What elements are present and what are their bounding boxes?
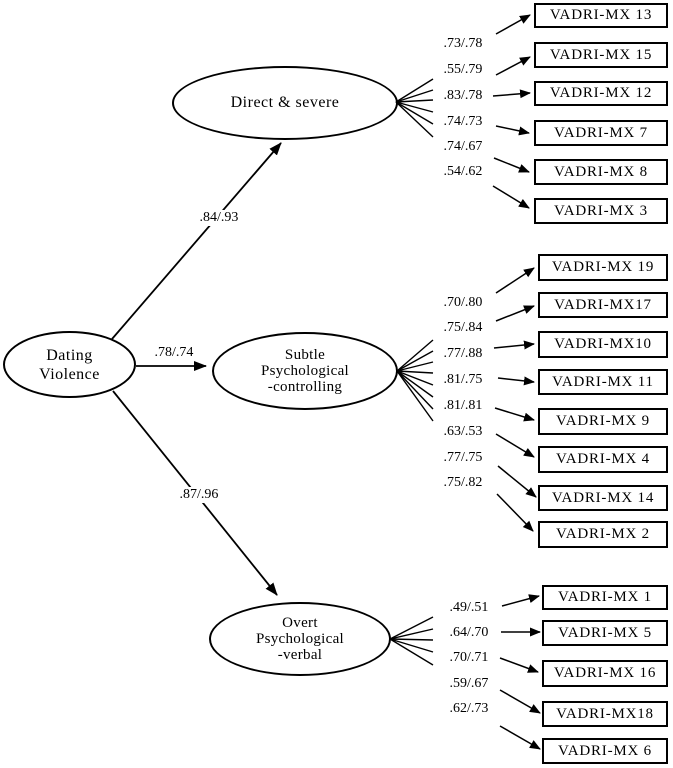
loading-label: .74/.73 (438, 114, 488, 130)
loading-label: .81/.75 (438, 372, 488, 388)
latent-label-line: Psychological (260, 363, 350, 379)
path-coefficient-label: .87/.96 (171, 487, 227, 503)
indicator-box-vadri-mx-12: VADRI-MX 12 (534, 81, 668, 106)
latent-direct-severe: Direct & severe (172, 66, 398, 140)
loading-label: .73/.78 (438, 36, 488, 52)
fan-line (395, 78, 434, 103)
path-arrow-direct-severe (111, 142, 282, 340)
loading-arrow (497, 465, 537, 498)
indicator-box-vadri-mx-15: VADRI-MX 15 (534, 42, 668, 68)
fan-line (389, 638, 434, 653)
fan-line (389, 638, 434, 666)
indicator-box-vadri-mx-13: VADRI-MX 13 (534, 3, 668, 28)
fan-line (395, 99, 434, 103)
latent-label-line: Subtle (284, 347, 326, 363)
indicator-box-vadri-mx-8: VADRI-MX 8 (534, 159, 668, 185)
loading-label: .59/.67 (444, 676, 494, 692)
indicator-box-vadri-mx-5: VADRI-MX 5 (542, 620, 668, 646)
loading-label: .54/.62 (438, 164, 488, 180)
indicator-box-vadri-mx-14: VADRI-MX 14 (538, 485, 668, 511)
latent-label-line: Psychological (255, 631, 345, 647)
loading-arrow (495, 56, 531, 76)
indicator-box-vadri-mx-10: VADRI-MX10 (538, 331, 668, 358)
loading-arrow (501, 594, 540, 607)
indicator-box-vadri-mx-3: VADRI-MX 3 (534, 198, 668, 224)
fan-line (395, 89, 434, 103)
loading-arrow (495, 14, 531, 35)
latent-label-line: Violence (39, 365, 100, 383)
loading-label: .83/.78 (438, 88, 488, 104)
latent-overt-psychological-verbal: Overt Psychological -verbal (209, 602, 391, 676)
fan-line (389, 616, 434, 640)
loading-arrow (492, 185, 530, 209)
indicator-box-vadri-mx-2: VADRI-MX 2 (538, 521, 668, 548)
indicator-box-vadri-mx-6: VADRI-MX 6 (542, 738, 668, 764)
latent-label-line: -verbal (277, 647, 323, 663)
loading-label: .70/.71 (444, 650, 494, 666)
indicator-box-vadri-mx-7: VADRI-MX 7 (534, 120, 668, 146)
indicator-box-vadri-mx-18: VADRI-MX18 (542, 701, 668, 727)
loading-arrow (495, 305, 535, 322)
loading-label: .75/.82 (438, 475, 488, 491)
fan-line (396, 370, 434, 374)
loading-label: .77/.88 (438, 346, 488, 362)
loading-arrow (495, 433, 535, 458)
loading-arrow (494, 407, 535, 422)
latent-label-line: Direct & severe (230, 94, 340, 111)
path-coefficient-label: .84/.93 (191, 210, 247, 226)
loading-arrow (499, 725, 541, 750)
path-coefficient-label: .78/.74 (146, 345, 202, 361)
loading-arrow (499, 657, 539, 673)
fan-line (396, 370, 434, 422)
loading-label: .74/.67 (438, 139, 488, 155)
fan-line (396, 370, 434, 398)
fan-line (395, 101, 434, 113)
loading-label: .77/.75 (438, 450, 488, 466)
fan-line (395, 101, 434, 138)
loading-label: .70/.80 (438, 295, 488, 311)
loading-label: .75/.84 (438, 320, 488, 336)
loading-arrow (499, 689, 541, 714)
loading-arrow (497, 376, 535, 386)
latent-label-line: Overt (282, 615, 318, 631)
indicator-box-vadri-mx-17: VADRI-MX17 (538, 292, 668, 318)
loading-arrow (492, 89, 531, 99)
indicator-box-vadri-mx-9: VADRI-MX 9 (538, 408, 668, 435)
indicator-box-vadri-mx-11: VADRI-MX 11 (538, 369, 668, 395)
loading-label: .49/.51 (444, 600, 494, 616)
latent-dating-violence: Dating Violence (3, 331, 136, 398)
fan-line (396, 361, 434, 372)
fan-line (396, 370, 434, 386)
fan-line (396, 350, 434, 372)
latent-subtle-psychological-controlling: Subtle Psychological -controlling (212, 332, 398, 410)
loading-label: .62/.73 (444, 701, 494, 717)
fan-line (396, 339, 434, 372)
loading-label: .63/.53 (438, 424, 488, 440)
loading-label: .55/.79 (438, 62, 488, 78)
loading-arrow (493, 157, 530, 173)
loading-arrow (493, 340, 535, 350)
indicator-box-vadri-mx-19: VADRI-MX 19 (538, 254, 668, 281)
latent-label-line: Dating (46, 346, 93, 364)
loading-label: .81/.81 (438, 398, 488, 414)
loading-arrow (495, 267, 535, 294)
loading-arrow (495, 125, 530, 136)
fan-line (389, 638, 434, 641)
fan-line (389, 628, 434, 640)
loading-arrow (496, 493, 534, 532)
fan-line (395, 101, 434, 125)
fan-line (396, 370, 434, 410)
indicator-box-vadri-mx-4: VADRI-MX 4 (538, 446, 668, 473)
loading-label: .64/.70 (444, 625, 494, 641)
indicator-box-vadri-mx-16: VADRI-MX 16 (542, 660, 668, 687)
latent-label-line: -controlling (267, 379, 343, 395)
indicator-box-vadri-mx-1: VADRI-MX 1 (542, 585, 668, 610)
